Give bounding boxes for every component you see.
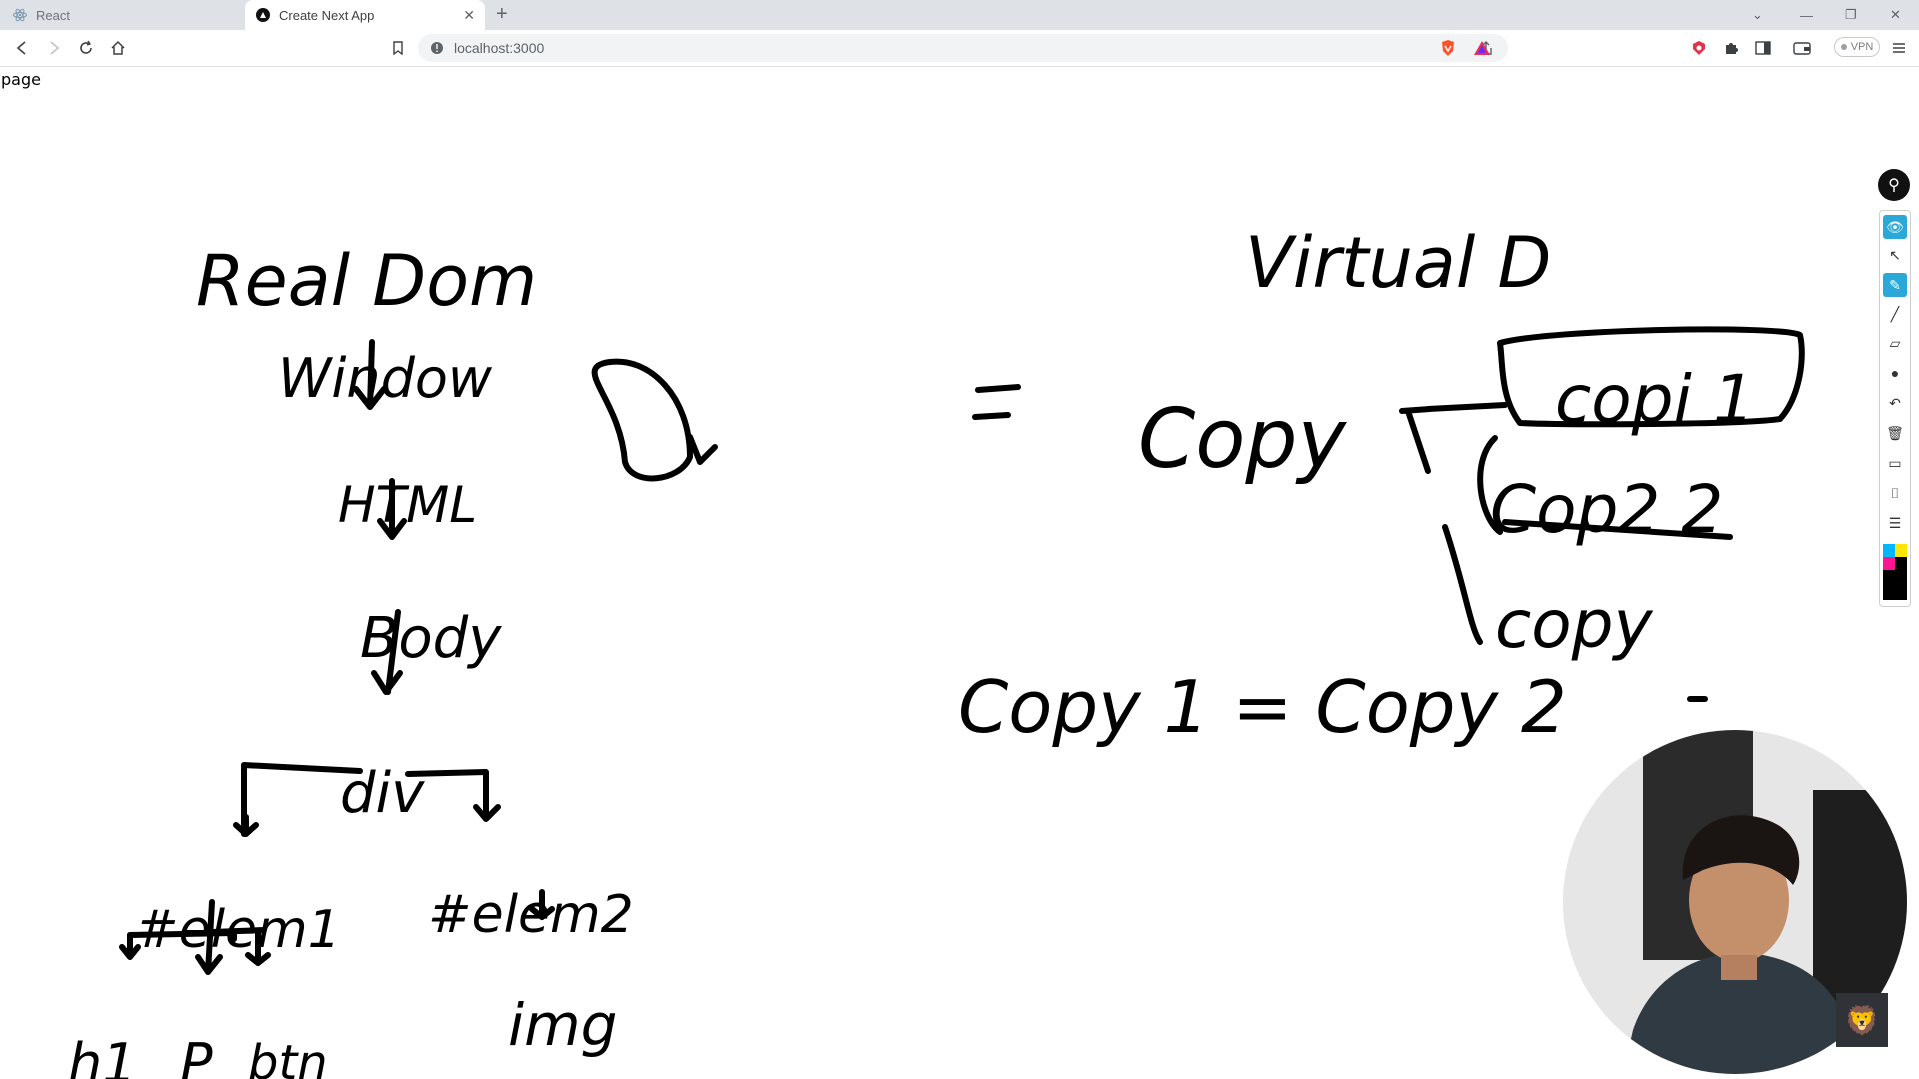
copy-3: copy [1495,586,1654,663]
whiteboard-texts: Real Dom Window HTML Body div #elem1 #el… [68,222,1755,1079]
wallet-icon[interactable] [1792,38,1812,58]
back-icon[interactable] [12,38,32,58]
site-info-icon[interactable] [430,41,444,60]
home-icon[interactable] [108,38,128,58]
real-dom-tree-arrows [119,339,555,975]
extension-shield-icon[interactable] [1689,38,1709,58]
color-swatch-blue[interactable] [1883,544,1895,557]
new-tab-button[interactable]: + [496,3,508,25]
pen-icon[interactable]: ╱ [1890,305,1900,322]
node-elem1: #elem1 [135,900,341,960]
virtual-copy: Copy [1138,392,1347,487]
address-url: localhost:3000 [454,40,545,56]
color-swatch-pink[interactable] [1883,557,1895,570]
circle-scribble [591,358,718,482]
clipboard-icon[interactable]: ☰ [1888,514,1902,531]
current-color-swatch[interactable] [1883,570,1907,600]
node-elem2: #elem2 [428,885,634,945]
address-bar[interactable]: localhost:3000 [418,34,1508,62]
dot-icon[interactable]: ● [1890,365,1900,381]
camera-icon[interactable]: ⌷ [1890,484,1900,501]
tab-search-icon[interactable]: ⌄ [1752,7,1763,22]
tab-strip: React Create Next App ✕ + ⌄ — ❐ ✕ [0,0,1919,31]
vpn-button[interactable]: VPN [1834,37,1880,57]
close-tab-icon[interactable]: ✕ [463,7,475,23]
color-swatch-yellow[interactable] [1895,544,1907,557]
vpn-status-icon [1840,44,1847,50]
copy-equation: Copy 1 = Copy 2 [958,665,1567,749]
menu-icon[interactable] [1889,38,1909,58]
forward-icon[interactable] [44,38,64,58]
node-img: img [508,991,617,1059]
restore-button[interactable]: ❐ [1845,7,1857,22]
copy-2: Cop2 2 [1490,471,1723,548]
tab-title: React [36,7,70,23]
tab-react[interactable]: React [0,0,245,30]
color-swatch-black[interactable] [1895,557,1907,570]
node-body: Body [360,606,502,671]
tab-title: Create Next App [279,7,375,23]
cursor-icon[interactable]: ↖ [1889,246,1901,263]
trash-icon[interactable]: 🗑 [1886,424,1904,441]
node-window: Window [278,347,493,410]
mascot-badge-icon: 🦁 [1836,993,1888,1047]
virtual-dom-heading: Virtual D [1245,222,1551,304]
vpn-label: VPN [1850,41,1874,53]
close-window-button[interactable]: ✕ [1890,7,1901,22]
sidebar-icon[interactable] [1753,38,1773,58]
react-icon [12,7,28,23]
nextjs-icon [255,7,271,23]
brave-rewards-icon[interactable] [1472,38,1492,58]
highlighter-icon[interactable]: ✎ [1883,273,1907,297]
annotation-tool-palette: 👁 ↖ ✎ ╱ ▱ ● ↶ 🗑 ▭ ⌷ ☰ [1879,210,1911,607]
reload-icon[interactable] [76,38,96,58]
virtual-dom-annotations [972,326,1805,702]
screen-icon[interactable]: ▭ [1888,454,1902,471]
copy-1: copi 1 [1555,361,1755,438]
minimize-button[interactable]: — [1800,7,1813,23]
brave-shields-icon[interactable] [1438,38,1458,58]
node-btn: btn [248,1035,328,1079]
node-html: HTML [338,476,477,534]
node-div: div [340,761,425,826]
eye-icon[interactable]: 👁 [1883,215,1907,239]
annotation-logo-icon[interactable]: ⚲ [1878,169,1910,201]
tab-create-next-app[interactable]: Create Next App ✕ [245,0,485,30]
extensions-puzzle-icon[interactable] [1721,38,1741,58]
node-h1: h1 [68,1032,137,1079]
page-body-text: page [1,70,41,89]
browser-toolbar: localhost:3000 VPN [0,30,1919,67]
node-p: P [180,1032,213,1079]
eraser-icon[interactable]: ▱ [1889,334,1901,351]
bookmark-icon[interactable] [388,38,408,58]
whiteboard-canvas[interactable]: Real Dom Window HTML Body div #elem1 #el… [0,67,1919,1079]
real-dom-heading: Real Dom [196,240,537,322]
undo-icon[interactable]: ↶ [1889,394,1901,411]
